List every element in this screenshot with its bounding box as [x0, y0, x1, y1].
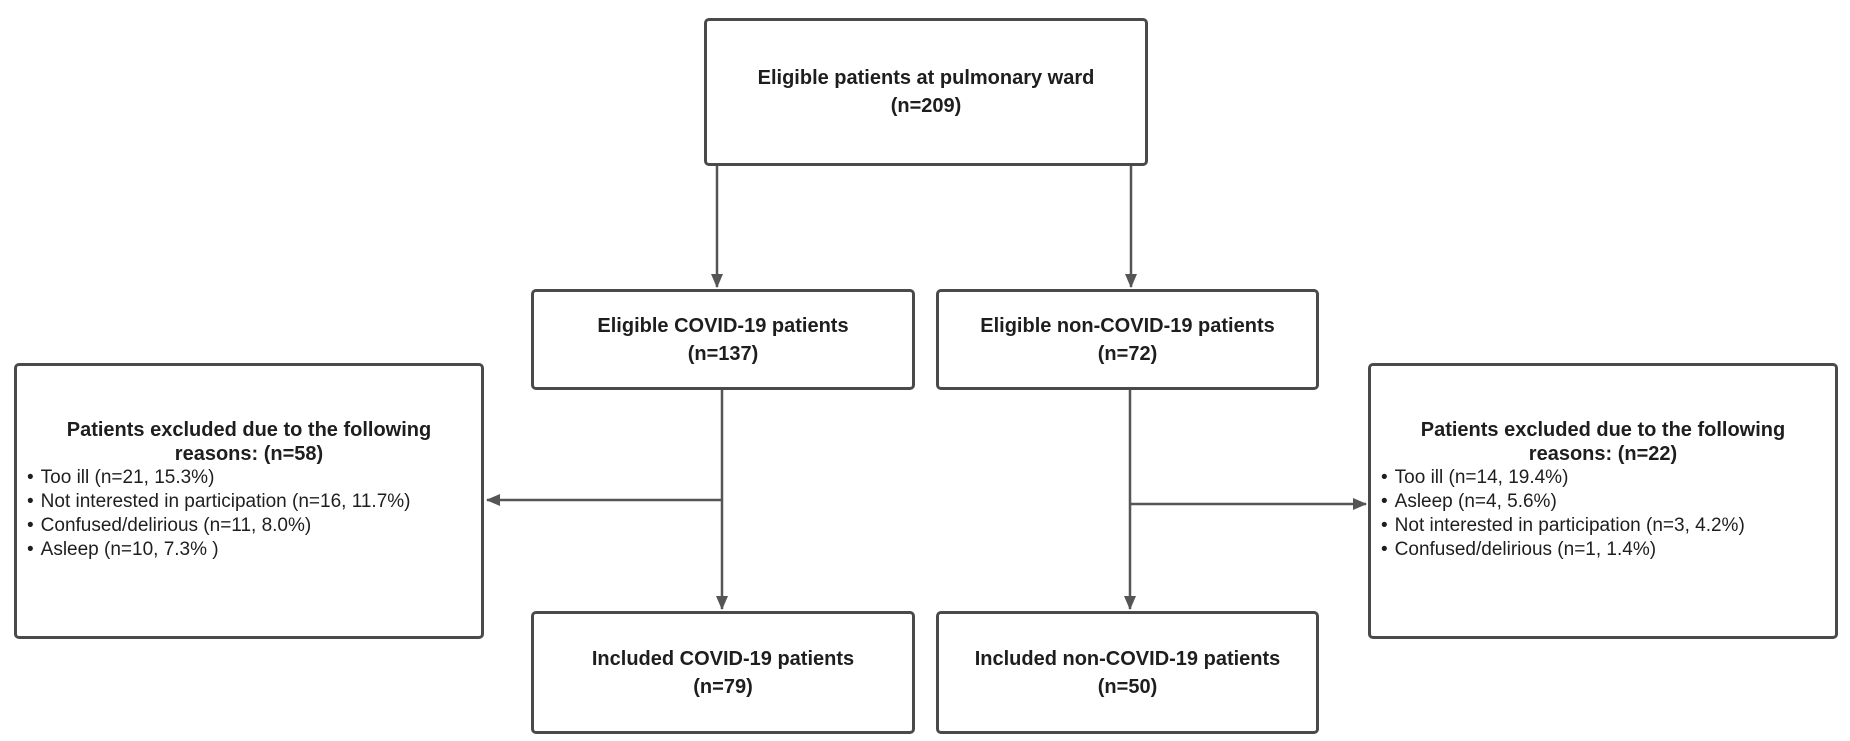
excluded-noncovid-box: Patients excluded due to the following r… — [1368, 363, 1838, 639]
included-covid-box: Included COVID-19 patients (n=79) — [531, 611, 915, 734]
eligible-noncovid-box: Eligible non-COVID-19 patients (n=72) — [936, 289, 1319, 390]
eligible-total-box: Eligible patients at pulmonary ward (n=2… — [704, 18, 1148, 166]
eligible-covid-title: Eligible COVID-19 patients — [597, 314, 849, 337]
excluded-covid-reason: Confused/delirious (n=11, 8.0%) — [27, 514, 471, 538]
excluded-covid-box: Patients excluded due to the following r… — [14, 363, 484, 639]
excluded-noncovid-title: Patients excluded due to the following r… — [1420, 419, 1786, 465]
included-noncovid-box: Included non-COVID-19 patients (n=50) — [936, 611, 1319, 734]
eligible-covid-box: Eligible COVID-19 patients (n=137) — [531, 289, 915, 390]
eligible-total-count: (n=209) — [890, 95, 962, 117]
included-covid-count: (n=79) — [693, 675, 753, 698]
eligible-noncovid-count: (n=72) — [1097, 342, 1158, 365]
excluded-covid-reason: Too ill (n=21, 15.3%) — [27, 466, 471, 490]
excluded-covid-list: Too ill (n=21, 15.3%) Not interested in … — [27, 466, 471, 562]
eligible-total-title: Eligible patients at pulmonary ward — [757, 67, 1095, 89]
included-covid-title: Included COVID-19 patients — [591, 647, 855, 670]
excluded-noncovid-reason: Asleep (n=4, 5.6%) — [1381, 490, 1825, 514]
excluded-noncovid-list: Too ill (n=14, 19.4%) Asleep (n=4, 5.6%)… — [1381, 466, 1825, 562]
excluded-covid-reason: Not interested in participation (n=16, 1… — [27, 490, 471, 514]
eligible-noncovid-title: Eligible non-COVID-19 patients — [980, 314, 1275, 337]
excluded-covid-reason: Asleep (n=10, 7.3% ) — [27, 538, 471, 562]
eligible-covid-count: (n=137) — [687, 342, 759, 365]
included-noncovid-count: (n=50) — [1097, 675, 1158, 698]
excluded-covid-title: Patients excluded due to the following r… — [66, 419, 432, 465]
excluded-noncovid-reason: Not interested in participation (n=3, 4.… — [1381, 514, 1825, 538]
excluded-noncovid-reason: Too ill (n=14, 19.4%) — [1381, 466, 1825, 490]
excluded-noncovid-reason: Confused/delirious (n=1, 1.4%) — [1381, 538, 1825, 562]
included-noncovid-title: Included non-COVID-19 patients — [974, 647, 1281, 670]
